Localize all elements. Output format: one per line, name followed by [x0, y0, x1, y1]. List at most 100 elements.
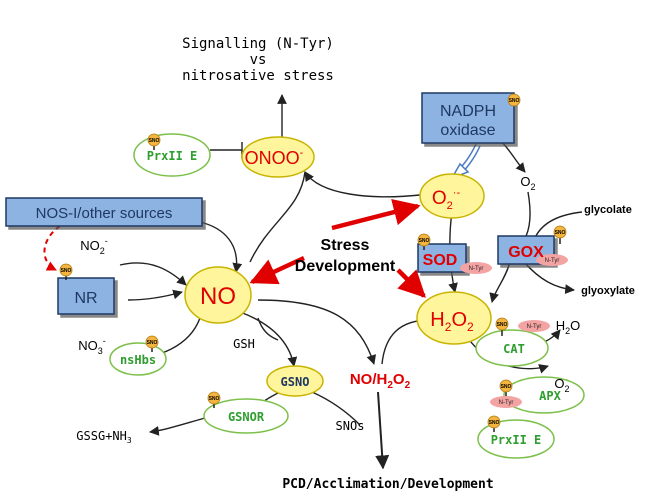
sod-ntyr-text: N-Tyr — [469, 266, 484, 272]
cat-ntyr-badge — [518, 320, 550, 332]
no2-label: NO2- — [80, 236, 108, 256]
apx-ntyr-badge — [490, 396, 522, 408]
prxii-bottom-node — [477, 419, 555, 459]
superoxide-node — [419, 173, 485, 219]
gsnor-label: GSNOR — [228, 410, 265, 424]
svg-text:SNO: SNO — [149, 138, 160, 144]
svg-text:SNO: SNO — [501, 384, 512, 390]
nos-label: NOS-I/other sources — [36, 205, 173, 222]
svg-text:SNO: SNO — [497, 322, 508, 328]
nr-label: NR — [74, 290, 97, 307]
svg-text:SNO: SNO — [61, 268, 72, 274]
o2-label: O2 — [520, 174, 535, 192]
gsno-label: GSNO — [281, 375, 310, 389]
prxii-top-label: PrxII E — [147, 149, 198, 163]
o2-bottom-label: O2 — [554, 376, 569, 394]
cat-ntyr-text: N-Tyr — [527, 324, 542, 330]
stress-to-h2o2 — [396, 268, 426, 298]
hollow-arrow-nadph — [450, 143, 481, 180]
svg-text:SNO: SNO — [489, 420, 500, 426]
arrow-no-onoo — [249, 171, 306, 263]
svg-text:SNO: SNO — [419, 238, 430, 244]
ntyr-labels: N-Tyr N-Tyr N-Tyr N-Tyr — [469, 258, 560, 406]
onoo-node — [241, 136, 315, 178]
sno-badge-nr: SNO — [59, 263, 73, 280]
stress-to-no — [249, 255, 305, 285]
sno-badge-prxii-top: SNO — [147, 133, 161, 150]
sno-badge-gox: SNO — [553, 225, 567, 244]
signalling-line3: nitrosative stress — [182, 68, 334, 84]
arrow-noh2o2-pcd — [375, 391, 390, 470]
glycolate-label: glycolate — [584, 204, 632, 216]
noh2o2-label: NO/H2O2 — [350, 371, 411, 391]
sod-label: SOD — [423, 252, 458, 269]
sno-badge-nadph: SNO — [507, 93, 521, 107]
no-label: NO — [200, 283, 236, 310]
stress-arrows — [249, 198, 426, 298]
arrow-superoxide-onoo — [304, 171, 421, 198]
arrow-gox-glyoxylate — [523, 261, 575, 294]
sno-badge-prxii-bottom: SNO — [487, 415, 501, 432]
sno-badge-nshbs: SNO — [145, 335, 159, 352]
signalling-line1: Signalling (N-Tyr) — [182, 36, 334, 52]
red-dashed-arrow — [43, 225, 61, 271]
node-labels: ONOO- PrxII E NADPH oxidase O2 O2·- NOS-… — [36, 103, 635, 492]
snos-label: SNOs — [336, 419, 365, 433]
nos-box — [5, 197, 203, 227]
gsh-label: GSH — [233, 337, 255, 351]
green-enzymes — [109, 133, 585, 459]
gsnor-node — [203, 398, 289, 434]
ntyr-badges — [460, 254, 568, 408]
yellow-nodes — [184, 136, 492, 397]
arrow-nos-no — [199, 221, 243, 273]
blue-boxes — [5, 92, 555, 315]
arrow-nr-no — [127, 289, 183, 301]
arrow-gox-h2o2 — [489, 261, 511, 303]
superoxide-label: O2·- — [432, 187, 461, 212]
svg-text:SNO: SNO — [509, 98, 520, 104]
glyoxylate-label: glyoxylate — [581, 285, 635, 297]
svg-text:SNO: SNO — [147, 340, 158, 346]
sno-badge-cat: SNO — [495, 317, 509, 336]
stress-line2: Development — [295, 258, 396, 275]
sod-box — [417, 243, 467, 273]
apx-node — [503, 376, 585, 414]
nadph-line2: oxidase — [440, 122, 495, 139]
no3-label: NO3- — [78, 336, 106, 356]
arrow-gsno-snos — [311, 391, 361, 426]
nshbs-label: nsHbs — [120, 353, 156, 367]
signalling-line2: vs — [250, 52, 267, 68]
h2o2-node — [416, 291, 492, 345]
h2o-label: H2O — [556, 318, 581, 336]
prxii-bottom-label: PrxII E — [491, 433, 542, 447]
svg-text:SNO: SNO — [555, 230, 566, 236]
gox-ntyr-text: N-Tyr — [545, 258, 560, 264]
arrow-no-noh2o2 — [257, 299, 376, 365]
sno-badge-gsnor: SNO — [207, 391, 221, 408]
gssg-label: GSSG+NH3 — [76, 429, 132, 445]
sno-badge-sod: SNO — [417, 233, 431, 250]
gsno-node — [266, 365, 324, 397]
arrow-no2-no — [119, 262, 187, 286]
nadph-box — [421, 92, 515, 144]
signalling-title: Signalling (N-Tyr) vs nitrosative stress — [182, 36, 334, 84]
svg-text:SNO: SNO — [209, 396, 220, 402]
apx-label: APX — [539, 389, 561, 403]
h2o2-label: H2O2 — [430, 309, 474, 334]
gox-label: GOX — [508, 244, 544, 261]
stress-line1: Stress — [321, 237, 370, 254]
arrow-gsh-join — [257, 317, 279, 341]
arrow-no-gsno — [239, 311, 298, 367]
gox-ntyr-badge — [536, 254, 568, 266]
pcd-label: PCD/Acclimation/Development — [282, 477, 493, 492]
onoo-label: ONOO- — [245, 147, 304, 168]
cat-label: CAT — [503, 342, 525, 356]
sno-badge-apx: SNO — [499, 379, 513, 396]
arrow-nadph-o2 — [499, 139, 526, 173]
arrow-gsnor-gssg — [149, 417, 206, 436]
arrow-o2-gox — [523, 191, 531, 241]
nr-box — [57, 277, 115, 315]
apx-ntyr-text: N-Tyr — [499, 400, 514, 406]
